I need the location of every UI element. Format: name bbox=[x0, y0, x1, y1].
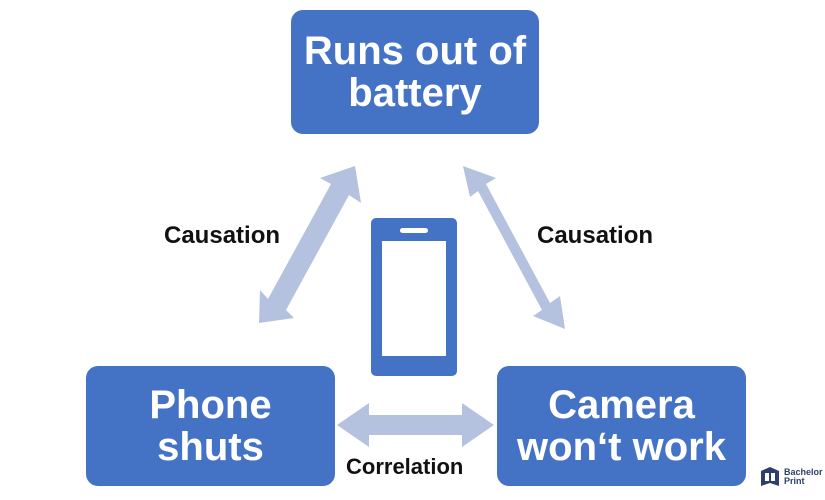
causation-label-right: Causation bbox=[537, 222, 654, 249]
logo-wordmark: Bachelor Print bbox=[784, 468, 823, 486]
node-camera-wont-work: Camera won‘t work bbox=[497, 366, 746, 486]
node-right-line1: Camera bbox=[548, 383, 695, 427]
bachelorprint-logo: Bachelor Print bbox=[759, 466, 823, 488]
node-top-line1: Runs out of bbox=[303, 29, 527, 73]
phone-screen bbox=[382, 241, 446, 356]
node-runs-out-of-battery: Runs out of battery bbox=[291, 10, 539, 134]
causation-arrow-right bbox=[463, 166, 565, 329]
phone-speaker bbox=[400, 228, 428, 233]
causation-arrow-left bbox=[259, 166, 361, 323]
node-left-line1: Phone bbox=[149, 383, 272, 427]
node-left-line2: shuts bbox=[157, 425, 264, 469]
node-right-line2: won‘t work bbox=[517, 425, 726, 469]
correlation-arrow bbox=[337, 403, 494, 447]
logo-line1: Bachelor bbox=[784, 467, 823, 477]
smartphone-icon bbox=[371, 218, 457, 376]
logo-line2: Print bbox=[784, 476, 805, 486]
node-top-line2: battery bbox=[348, 71, 482, 115]
causation-label-left: Causation bbox=[164, 222, 281, 249]
bachelorprint-logo-icon bbox=[761, 467, 779, 486]
node-phone-shuts: Phone shuts bbox=[86, 366, 335, 486]
correlation-label: Correlation bbox=[346, 454, 464, 479]
